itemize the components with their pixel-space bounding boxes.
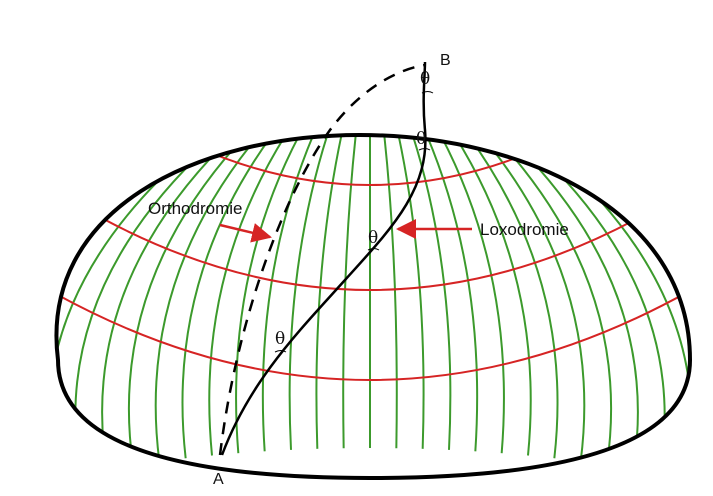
theta-label-2: θ (368, 228, 378, 248)
orthodromie-label: Orthodromie (148, 199, 242, 218)
meridian-line (369, 135, 690, 478)
theta-label-4: θ (420, 69, 430, 89)
meridian-line (369, 135, 613, 466)
meridian-line (181, 135, 371, 459)
loxodromie-path (220, 61, 427, 456)
point-b-label: B (440, 52, 451, 69)
meridian-line (154, 135, 371, 462)
theta-label-1: θ (275, 329, 285, 349)
point-a-label: A (213, 471, 224, 488)
meridian-line (127, 135, 371, 466)
meridian-line (315, 135, 371, 449)
meridian-line (261, 135, 371, 452)
hemisphere-outline (54, 133, 693, 481)
meridian-line (208, 135, 371, 456)
meridian-line (56, 135, 371, 478)
orthodromie-path (218, 63, 426, 456)
meridian-line (369, 135, 559, 459)
loxodromie-label: Loxodromie (480, 220, 569, 239)
meridian-line (369, 135, 532, 456)
meridian-line (342, 135, 371, 449)
meridian-line (101, 135, 371, 469)
parallel-circle (210, 68, 530, 106)
parallel-circle (56, 284, 690, 381)
meridian-line (369, 135, 479, 452)
meridian-line (369, 135, 505, 454)
theta-label-3: θ (416, 129, 426, 149)
meridian-line (369, 135, 666, 474)
meridian-line (369, 135, 639, 469)
meridian-line (288, 135, 371, 450)
parallel-circle (69, 199, 671, 291)
angle-arcs (274, 91, 434, 353)
meridian-line (74, 135, 371, 474)
orthodromie-arrow (219, 223, 272, 243)
meridian-line (369, 135, 586, 462)
meridian-line (369, 135, 452, 450)
